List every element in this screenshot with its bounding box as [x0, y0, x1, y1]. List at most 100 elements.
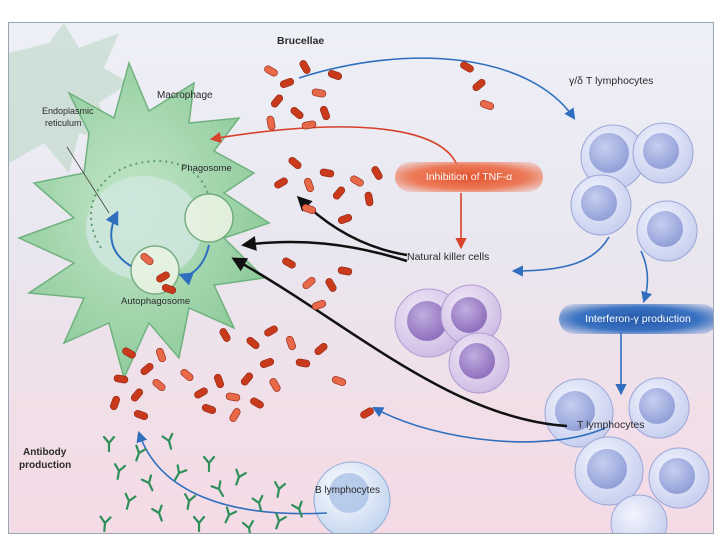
- brucella-rod: [266, 115, 276, 131]
- brucella-rod: [274, 177, 288, 189]
- brucella-rod: [319, 168, 335, 178]
- label-macrophage: Macrophage: [157, 90, 213, 101]
- brucella-rod: [180, 368, 194, 382]
- label-t-lymphocytes: T lymphocytes: [577, 419, 645, 431]
- arrow-gammadelta-to-nk: [511, 236, 610, 277]
- brucella-rod: [331, 376, 347, 386]
- diagram-canvas: [9, 23, 710, 533]
- brucella-rod: [304, 177, 314, 193]
- label-brucellae: Brucellae: [277, 35, 325, 47]
- arrow-b-to-antibody: [136, 430, 328, 515]
- brucella-rod: [327, 70, 343, 80]
- brucella-rod: [270, 94, 284, 108]
- brucella-rod: [113, 374, 129, 384]
- brucella-rod: [301, 120, 317, 130]
- label-natural-killer-cells: Natural killer cells: [407, 251, 490, 263]
- antibody-icon: [241, 520, 254, 533]
- brucella-rod: [314, 342, 328, 356]
- antibody-icon: [140, 474, 154, 492]
- brucella-rod: [269, 378, 281, 392]
- antibody-icon: [124, 492, 137, 510]
- antibody-icon: [173, 464, 188, 482]
- brucella-rod: [311, 300, 327, 310]
- label-antibody-line1: Antibody: [23, 447, 67, 458]
- phagosome: [184, 193, 234, 243]
- brucella-rod: [110, 395, 120, 411]
- brucella-rod: [225, 392, 241, 402]
- brucella-rod: [460, 61, 474, 73]
- brucella-rod: [288, 156, 302, 170]
- antibody-icon: [184, 493, 197, 510]
- brucella-rod: [337, 214, 353, 224]
- brucella-rod: [194, 387, 208, 399]
- brucella-rod: [201, 404, 217, 414]
- brucella-rod: [161, 284, 177, 294]
- brucella-rod: [229, 408, 241, 422]
- brucella-rod: [295, 358, 311, 368]
- brucella-rod: [250, 397, 264, 409]
- brucella-rod: [290, 106, 304, 120]
- brucella-rod: [140, 252, 154, 266]
- t-lymphocyte-cluster: [544, 377, 710, 533]
- brucella-rod: [301, 204, 317, 214]
- antibody-icon: [161, 432, 174, 450]
- arrow-t-to-macrophage: [231, 257, 568, 428]
- brucella-rod: [286, 335, 296, 351]
- brucella-rod: [130, 388, 144, 402]
- brucella-rod: [337, 266, 353, 276]
- gamma-delta-t-cluster: [570, 122, 698, 262]
- antibody-icon: [235, 468, 247, 486]
- inhibition-tnf-pill: Inhibition of TNF-α: [395, 162, 543, 192]
- brucella-rod: [156, 347, 166, 363]
- antibody-icon: [192, 515, 206, 533]
- antibody-icon: [274, 481, 287, 498]
- brucella-rod: [325, 278, 337, 292]
- brucella-rod: [152, 378, 166, 392]
- antibody-icon: [114, 463, 127, 480]
- label-antibody-line2: production: [19, 460, 72, 471]
- brucella-rod: [122, 347, 136, 359]
- natural-killer-cluster: [394, 284, 510, 394]
- brucella-rod: [479, 100, 495, 110]
- arrow-nk-to-macrophage: [241, 236, 408, 263]
- label-endoplasmic-line2: reticulum: [45, 118, 82, 128]
- antibody-icon: [291, 500, 303, 518]
- antibody-icon: [102, 435, 116, 453]
- brucella-rod: [156, 271, 170, 283]
- label-phagosome: Phagosome: [181, 163, 232, 174]
- antibody-icon: [135, 444, 147, 462]
- brucella-rod: [360, 407, 374, 419]
- figure-frame: Brucellae γ/δ T lymphocytes Macrophage E…: [8, 22, 714, 534]
- brucella-rod: [302, 276, 316, 290]
- b-lymphocyte-cell: [313, 461, 391, 533]
- brucella-rod: [364, 191, 374, 207]
- arrow-phagosome-to-autophagosome: [178, 244, 210, 286]
- antibody-icon: [275, 512, 287, 530]
- brucella-rod: [240, 372, 254, 386]
- brucella-rod: [140, 362, 154, 376]
- label-autophagosome: Autophagosome: [121, 296, 191, 307]
- arrow-autophagosome-to-er: [105, 210, 132, 267]
- label-gamma-delta-t-lymphocytes: γ/δ T lymphocytes: [569, 75, 654, 87]
- brucella-rod: [371, 166, 383, 180]
- brucella-rod: [246, 336, 260, 350]
- label-endoplasmic-line1: Endoplasmic: [42, 106, 94, 116]
- brucella-rod: [259, 358, 275, 368]
- antibody-icon: [251, 494, 264, 512]
- antibody-icon: [224, 506, 238, 524]
- antibody-molecules: [99, 432, 303, 533]
- brucella-rod: [264, 325, 278, 337]
- brucella-rod: [219, 328, 231, 342]
- arrow-tnf-to-macrophage: [209, 126, 458, 166]
- brucella-rod: [320, 105, 330, 121]
- brucella-rod: [282, 257, 296, 269]
- endoplasmic-reticulum: [90, 160, 210, 249]
- brucella-bacteria: [110, 60, 495, 422]
- antibody-icon: [151, 504, 163, 522]
- brucella-rod: [264, 65, 278, 77]
- brucella-rod: [311, 88, 327, 98]
- antibody-icon: [99, 515, 112, 533]
- label-b-lymphocytes: B lymphocytes: [315, 485, 381, 496]
- brucella-rod: [214, 373, 224, 389]
- brucella-rod: [472, 78, 486, 92]
